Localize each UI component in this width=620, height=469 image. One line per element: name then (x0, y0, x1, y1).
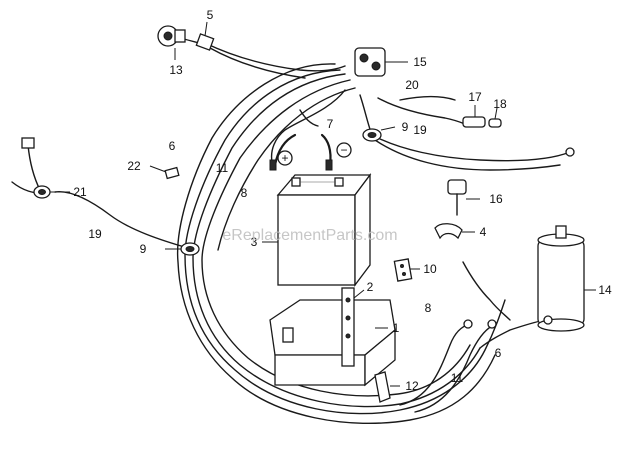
plus-sign: + (281, 151, 288, 165)
battery-plus-symbol: + (277, 150, 293, 166)
part-18-fuse (488, 107, 502, 128)
callout-5: 5 (207, 8, 214, 22)
part-connector-left-top (21, 137, 35, 149)
callout-19-left: 19 (88, 227, 102, 241)
minus-sign: − (340, 143, 347, 157)
part-22-clip (149, 165, 180, 180)
callout-9-left: 9 (140, 242, 147, 256)
callout-12: 12 (405, 379, 419, 393)
callout-15: 15 (413, 55, 427, 69)
callout-7: 7 (327, 117, 334, 131)
part-14-coil (537, 225, 596, 332)
callout-4: 4 (480, 225, 487, 239)
part-15-relay (354, 47, 408, 77)
watermark-text: eReplacementParts.com (222, 227, 397, 244)
callout-3: 3 (251, 235, 258, 249)
part-10-connector (393, 258, 420, 282)
part-5-connector (195, 21, 215, 51)
part-9-grommet-upper (362, 126, 396, 142)
callout-11-lower: 11 (451, 371, 464, 385)
part-17-fuse-holder (462, 105, 486, 128)
callout-2: 2 (367, 280, 374, 294)
callout-22: 22 (127, 159, 141, 173)
callout-1: 1 (393, 321, 400, 335)
callout-8-upper: 8 (241, 186, 248, 200)
callout-17: 17 (468, 90, 482, 104)
part-1-battery-tray (269, 299, 396, 387)
callout-16: 16 (489, 192, 503, 206)
part-21-grommet (33, 185, 70, 199)
callout-8-lower: 8 (425, 301, 432, 315)
callout-6-upper: 6 (169, 139, 176, 153)
callout-labels: 5 13 15 20 17 18 7 9 19 6 22 11 8 21 16 … (73, 8, 612, 393)
battery-lead-terminals (269, 159, 333, 171)
callout-6-lower: 6 (495, 346, 502, 360)
part-12-clamp (374, 371, 400, 403)
callout-20: 20 (405, 78, 419, 92)
callout-18: 18 (493, 97, 507, 111)
part-3-battery (262, 173, 372, 287)
callout-13: 13 (169, 63, 183, 77)
main-harness (11, 37, 571, 425)
callout-9-upper: 9 (402, 120, 409, 134)
battery-minus-symbol: − (336, 142, 352, 158)
part-13-ignition-connector (157, 25, 186, 60)
callout-11-upper: 11 (216, 161, 229, 175)
part-16-switch (447, 179, 480, 216)
part-4-bracket (434, 223, 475, 240)
part-2-strap (341, 287, 365, 367)
callout-21: 21 (73, 185, 87, 199)
ring-terminals (463, 147, 575, 329)
callout-14: 14 (598, 283, 612, 297)
callout-19-upper: 19 (413, 123, 427, 137)
callout-10: 10 (423, 262, 437, 276)
part-9-grommet-left (165, 242, 200, 256)
